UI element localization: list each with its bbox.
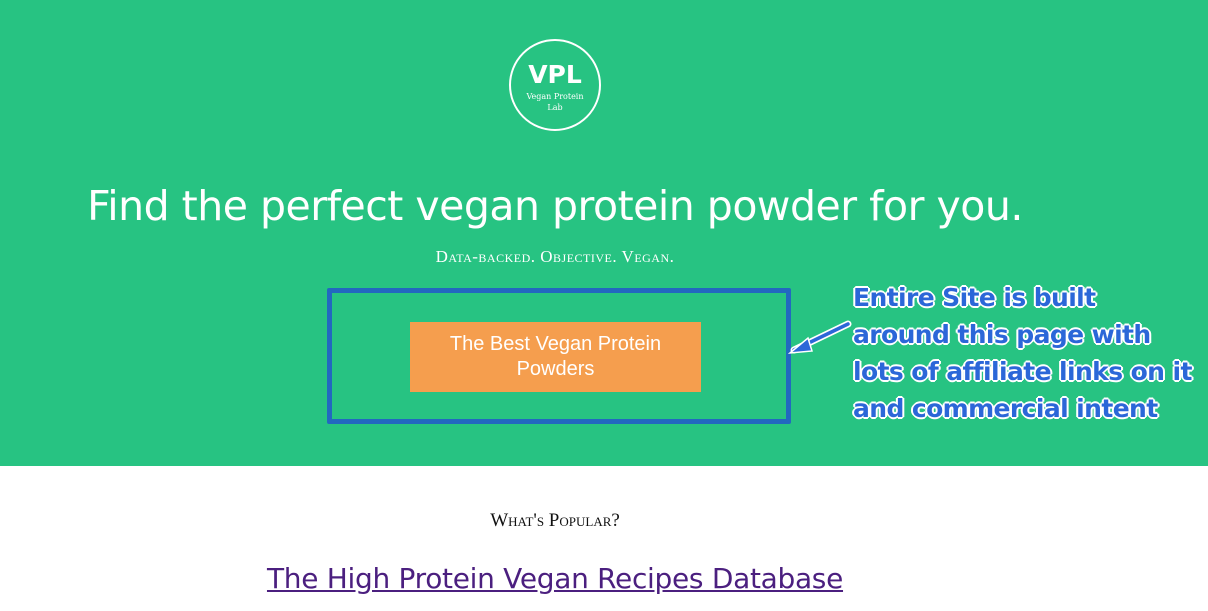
annotation-line: Entire Site is built bbox=[853, 283, 1096, 312]
annotation-line: lots of affiliate links on it bbox=[853, 357, 1192, 386]
annotation-text: Entire Site is built around this page wi… bbox=[853, 279, 1208, 427]
cta-label: The Best Vegan Protein Powders bbox=[449, 333, 662, 380]
site-logo[interactable]: VPL Vegan Protein Lab bbox=[509, 39, 601, 131]
hero-section: VPL Vegan Protein Lab Find the perfect v… bbox=[0, 0, 1208, 466]
annotation-line: around this page with bbox=[853, 320, 1151, 349]
annotation-line: and commercial intent bbox=[853, 394, 1158, 423]
hero-tagline: Data-backed. Objective. Vegan. bbox=[435, 247, 675, 266]
logo-abbr: VPL bbox=[528, 60, 582, 89]
annotation-highlight-box bbox=[327, 288, 791, 424]
best-protein-powders-button[interactable]: The Best Vegan Protein Powders bbox=[410, 322, 701, 392]
popular-heading: What's Popular? bbox=[490, 510, 620, 531]
logo-name: Vegan Protein Lab bbox=[526, 92, 584, 112]
arrow-pointer-icon bbox=[788, 320, 852, 354]
recipes-database-link[interactable]: The High Protein Vegan Recipes Database bbox=[266, 562, 844, 595]
hero-headline: Find the perfect vegan protein powder fo… bbox=[87, 182, 1023, 230]
